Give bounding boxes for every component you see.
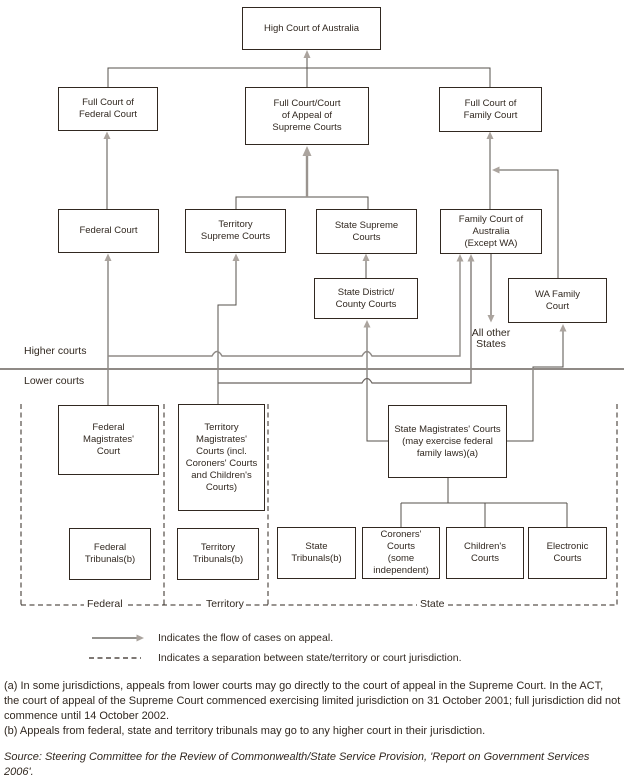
node-federal-tribunals: Federal Tribunals(b) <box>69 528 151 580</box>
node-wa-family: WA Family Court <box>508 278 607 323</box>
legend-separation-text: Indicates a separation between state/ter… <box>158 652 462 664</box>
node-state-supreme: State Supreme Courts <box>316 209 417 254</box>
node-family-court: Family Court of Australia (Except WA) <box>440 209 542 254</box>
legend-symbols <box>89 634 144 659</box>
node-childrens-courts: Children's Courts <box>446 527 524 579</box>
node-state-district: State District/ County Courts <box>314 278 418 319</box>
node-territory-tribunals: Territory Tribunals(b) <box>177 528 259 580</box>
node-federal-magistrates: Federal Magistrates' Court <box>58 405 159 475</box>
all-other-states-label: All other States <box>471 327 511 350</box>
appeal-flow-lines <box>106 54 568 527</box>
section-state-label: State <box>420 598 445 610</box>
section-federal-label: Federal <box>87 598 123 610</box>
node-electronic-courts: Electronic Courts <box>528 527 607 579</box>
node-full-court-supreme: Full Court/Court of Appeal of Supreme Co… <box>245 87 369 145</box>
node-state-tribunals: State Tribunals(b) <box>277 527 356 579</box>
node-coroners-courts: Coroners' Courts (some independent) <box>362 527 440 579</box>
lower-courts-label: Lower courts <box>24 375 85 387</box>
section-territory-label: Territory <box>206 598 244 610</box>
arrowheads <box>103 50 567 332</box>
node-territory-supreme: Territory Supreme Courts <box>185 209 286 253</box>
node-state-magistrates: State Magistrates' Courts (may exercise … <box>388 405 507 478</box>
footnotes-block: (a) In some jurisdictions, appeals from … <box>4 679 621 780</box>
node-federal-court: Federal Court <box>58 209 159 253</box>
legend-arrowhead <box>136 634 144 642</box>
footnote-a: (a) In some jurisdictions, appeals from … <box>4 680 621 722</box>
magistrates-appeal-buses <box>108 257 472 384</box>
node-full-court-federal: Full Court of Federal Court <box>58 87 158 131</box>
footnote-b: (b) Appeals from federal, state and terr… <box>4 725 486 737</box>
node-territory-magistrates: Territory Magistrates' Courts (incl. Cor… <box>178 404 265 511</box>
higher-courts-label: Higher courts <box>24 345 87 357</box>
jurisdiction-dashed-lines <box>20 404 618 606</box>
node-full-court-family: Full Court of Family Court <box>439 87 542 132</box>
node-high-court: High Court of Australia <box>242 7 381 50</box>
legend-flow-text: Indicates the flow of cases on appeal. <box>158 632 334 644</box>
source-line: Source: Steering Committee for the Revie… <box>4 751 590 778</box>
